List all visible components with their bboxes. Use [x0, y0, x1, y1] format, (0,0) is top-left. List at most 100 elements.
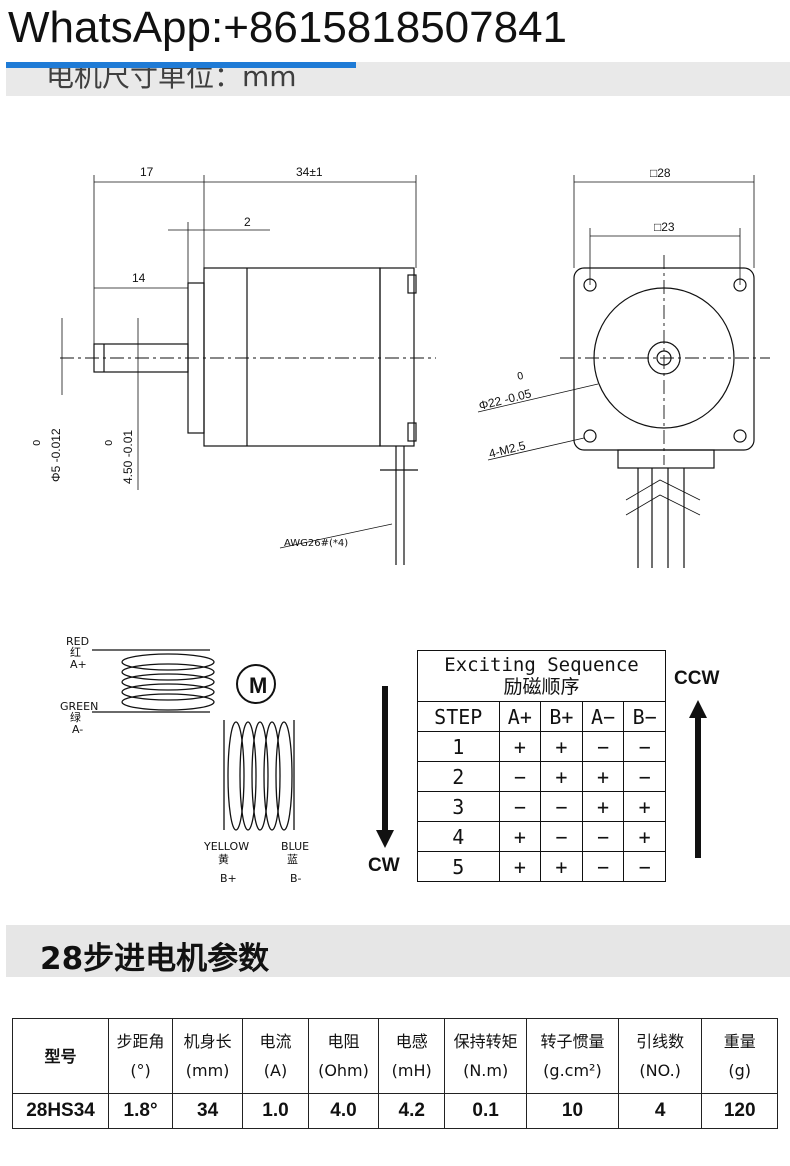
param-header-unit: (g)	[728, 1061, 752, 1080]
sequence-cell: −	[623, 851, 666, 882]
param-header-label: 重量	[723, 1032, 756, 1051]
param-header-label: 电感	[395, 1032, 428, 1051]
param-header-4: 电阻(Ohm)	[307, 1018, 380, 1094]
dimension-unit-title: 电机尺寸单位：mm	[46, 68, 297, 90]
param-header-7: 转子惯量(g.cm²)	[526, 1018, 619, 1094]
param-header-unit: (N.m)	[463, 1061, 509, 1080]
param-header-label: 电流	[259, 1032, 292, 1051]
param-value-6: 0.1	[444, 1093, 528, 1129]
param-header-label: 机身长	[183, 1032, 232, 1051]
dim-34-label: 34±1	[296, 165, 323, 179]
sequence-cell: +	[623, 791, 666, 822]
green-wire-en: GREEN	[60, 700, 98, 713]
sequence-cell: 3	[417, 791, 500, 822]
blue-wire-en: BLUE	[281, 840, 309, 853]
param-header-unit: (mH)	[391, 1061, 432, 1080]
shaft-diameter-tol-top: 0	[32, 440, 43, 446]
sequence-title-cn: 励磁顺序	[503, 676, 580, 698]
params-section-band: 28步进电机参数	[6, 925, 790, 977]
param-value-1: 1.8°	[108, 1093, 174, 1129]
sequence-row: 4+−−+	[417, 821, 666, 852]
sequence-header-1: A+	[498, 701, 542, 732]
sequence-cell: +	[540, 731, 583, 762]
param-header-label: 引线数	[636, 1032, 685, 1051]
sequence-cell: −	[581, 821, 625, 852]
accent-bar	[6, 62, 356, 68]
sequence-cell: −	[498, 791, 542, 822]
param-header-label: 保持转矩	[453, 1032, 518, 1051]
sequence-cell: +	[498, 851, 542, 882]
boss-diameter-label: Φ22 -0.05	[477, 386, 533, 413]
sequence-cell: −	[623, 761, 666, 792]
flat-dimension-label: 4.50 -0.01	[121, 430, 135, 484]
sequence-cell: +	[498, 821, 542, 852]
yellow-wire-pole: B+	[220, 872, 237, 885]
param-header-unit: (°)	[130, 1061, 151, 1080]
dim-sq23-label: □23	[654, 220, 675, 234]
sequence-header-4: B−	[623, 701, 666, 732]
param-header-6: 保持转矩 (N.m)	[444, 1018, 528, 1094]
red-wire-pole: A+	[70, 658, 87, 671]
red-wire-cn: 红	[70, 646, 81, 659]
sequence-cell: +	[623, 821, 666, 852]
dim-sq28-label: □28	[650, 166, 671, 180]
sequence-cell: +	[498, 731, 542, 762]
sequence-header-3: A−	[581, 701, 625, 732]
motor-params-table: 型号 步距角 (°) 机身长 (mm) 电流 (A) 电阻(Ohm) 电感 (mH) 保持转矩 (N.…	[11, 1018, 778, 1129]
ccw-label: CCW	[674, 668, 720, 689]
params-title: 28步进电机参数	[40, 941, 270, 977]
cw-label: CW	[368, 855, 400, 876]
green-wire-pole: A-	[72, 723, 83, 736]
sequence-row: 1++−−	[417, 731, 666, 762]
flat-dimension-tol-top: 0	[104, 440, 115, 446]
param-value-3: 1.0	[242, 1093, 309, 1129]
mounting-holes-label: 4-M2.5	[487, 438, 527, 461]
param-header-label: 转子惯量	[540, 1032, 605, 1051]
sequence-cell: 5	[417, 851, 500, 882]
param-value-2: 34	[172, 1093, 244, 1129]
param-header-0: 型号	[11, 1018, 110, 1094]
param-header-label: 电阻	[327, 1032, 360, 1051]
dim-14-label: 14	[132, 271, 146, 285]
yellow-wire-cn: 黄	[218, 852, 229, 866]
wiring-diagram: M RED 红 A+ GREEN 绿 A- YELLOW 黄 B+ BLUE 蓝…	[60, 635, 309, 885]
param-header-label: 步距角	[116, 1032, 165, 1051]
dim-17-label: 17	[140, 165, 154, 179]
sequence-cell: −	[540, 791, 583, 822]
red-wire-en: RED	[66, 635, 89, 648]
param-header-8: 引线数 (NO.)	[617, 1018, 703, 1094]
param-header-unit: (NO.)	[639, 1061, 681, 1080]
param-value-4: 4.0	[307, 1093, 380, 1129]
param-value-8: 4	[617, 1093, 703, 1129]
rotation-arrows	[376, 686, 707, 858]
sequence-cell: 1	[417, 731, 500, 762]
boss-diameter-tol-top: 0	[516, 371, 525, 383]
sequence-cell: +	[540, 851, 583, 882]
sequence-cell: 2	[417, 761, 500, 792]
wire-gauge-label: AWG26#(*4)	[284, 538, 348, 549]
motor-body-side	[203, 267, 381, 447]
sequence-title-en: Exciting Sequence	[444, 654, 639, 676]
blue-wire-cn: 蓝	[287, 853, 298, 866]
sequence-cell: +	[540, 761, 583, 792]
sequence-row: 3−−++	[417, 791, 666, 822]
param-header-5: 电感 (mH)	[378, 1018, 446, 1094]
sequence-row: 2−++−	[417, 761, 666, 792]
sequence-cell: −	[540, 821, 583, 852]
param-header-2: 机身长 (mm)	[172, 1018, 244, 1094]
shaft-diameter-label: Φ5 -0.012	[49, 428, 63, 482]
sequence-cell: −	[581, 851, 625, 882]
param-header-unit: (mm)	[185, 1061, 230, 1080]
param-value-7: 10	[526, 1093, 619, 1129]
dimension-unit-band: 电机尺寸单位：mm	[6, 62, 790, 96]
sequence-header-2: B+	[540, 701, 583, 732]
sequence-caption: Exciting Sequence 励磁顺序	[417, 650, 666, 702]
sequence-header-0: STEP	[417, 701, 500, 732]
sequence-cell: +	[581, 791, 625, 822]
sequence-row: 5++−−	[417, 851, 666, 882]
green-wire-cn: 绿	[70, 710, 81, 724]
param-header-unit: (A)	[263, 1061, 288, 1080]
param-header-label: 型号	[44, 1046, 77, 1066]
sequence-cell: 4	[417, 821, 500, 852]
